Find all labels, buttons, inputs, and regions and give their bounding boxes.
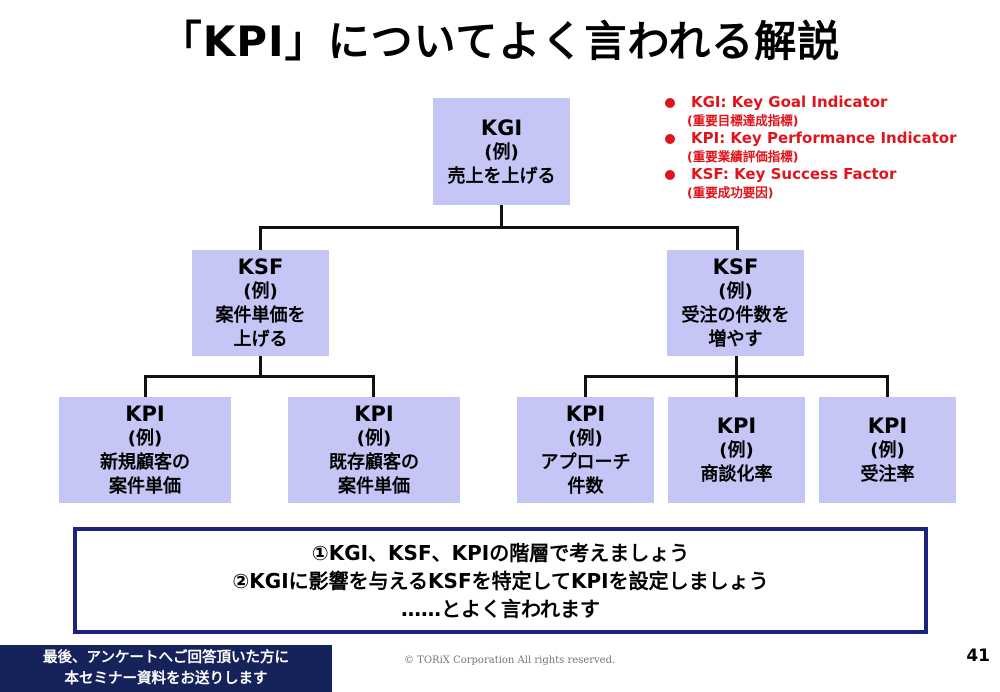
summary-line: ①KGI、KSF、KPIの階層で考えましょう: [311, 540, 690, 565]
node-example-label: (例): [870, 440, 905, 461]
node-example-label: (例): [243, 281, 278, 302]
bullet-icon: [665, 134, 675, 144]
banner-line: 本セミナー資料をお送りします: [64, 670, 268, 687]
connector-line: [259, 356, 262, 377]
legend-term: KSF: Key Success Factor: [691, 165, 897, 183]
connector-line: [736, 226, 739, 251]
bullet-icon: [665, 98, 675, 108]
summary-box: ①KGI、KSF、KPIの階層で考えましょう ②KGIに影響を与えるKSFを特定…: [73, 527, 928, 634]
node-head: KPI: [867, 414, 908, 438]
connector-line: [500, 205, 503, 228]
node-text-line: アプローチ: [540, 452, 631, 473]
connector-line: [259, 226, 739, 229]
node-example-label: (例): [484, 141, 519, 163]
kgi-node: KGI (例) 売上を上げる: [433, 98, 570, 205]
connector-line: [144, 375, 147, 398]
node-example-label: (例): [718, 281, 753, 302]
summary-line: ②KGIに影響を与えるKSFを特定してKPIを設定しましょう: [232, 568, 769, 593]
connector-line: [144, 375, 375, 378]
node-text-line: 増やす: [708, 329, 763, 350]
node-example-label: (例): [356, 428, 392, 449]
ksf-node: KSF (例) 案件単価を 上げる: [192, 250, 329, 356]
legend: KGI: Key Goal Indicator (重要目標達成指標) KPI: …: [665, 93, 957, 201]
connector-line: [259, 226, 262, 251]
bullet-icon: [665, 170, 675, 180]
node-head: KPI: [354, 402, 394, 426]
node-head: KSF: [712, 255, 759, 279]
node-text-line: 既存顧客の: [329, 452, 419, 473]
connector-line: [584, 375, 587, 398]
kpi-node: KPI (例) アプローチ 件数: [517, 397, 654, 503]
survey-banner: 最後、アンケートへご回答頂いた方に 本セミナー資料をお送りします: [0, 645, 332, 692]
slide-title: 「KPI」についてよく言われる解説: [159, 17, 841, 66]
node-text-line: 商談化率: [700, 464, 773, 485]
node-text-line: 件数: [567, 476, 604, 497]
node-text-line: 案件単価を: [215, 305, 306, 326]
kpi-node: KPI (例) 受注率: [819, 397, 956, 503]
node-example-label: (例): [568, 428, 603, 449]
kpi-node: KPI (例) 商談化率: [668, 397, 805, 503]
legend-item: KPI: Key Performance Indicator (重要業績評価指標…: [665, 129, 957, 165]
node-head: KPI: [125, 402, 165, 426]
node-text-line: 上げる: [233, 329, 288, 350]
node-head: KPI: [565, 402, 606, 426]
node-example-label: (例): [719, 440, 754, 461]
ksf-node: KSF (例) 受注の件数を 増やす: [667, 250, 804, 356]
node-head: KPI: [716, 414, 757, 438]
connector-line: [886, 375, 889, 398]
kpi-node: KPI (例) 既存顧客の 案件単価: [288, 397, 460, 503]
legend-term: KPI: Key Performance Indicator: [691, 129, 957, 147]
summary-line: ……とよく言われます: [401, 596, 600, 621]
legend-term: KGI: Key Goal Indicator: [691, 93, 888, 111]
node-text-line: 案件単価: [338, 476, 410, 497]
node-text-line: 受注の件数を: [681, 305, 790, 326]
node-text-line: 受注率: [860, 464, 915, 485]
node-text-line: 売上を上げる: [447, 165, 556, 187]
connector-line: [584, 375, 889, 378]
legend-translation: (重要成功要因): [687, 185, 774, 200]
kpi-node: KPI (例) 新規顧客の 案件単価: [59, 397, 231, 503]
connector-line: [372, 375, 375, 398]
legend-translation: (重要業績評価指標): [687, 149, 799, 164]
node-text-line: 案件単価: [109, 476, 181, 497]
legend-translation: (重要目標達成指標): [687, 113, 799, 128]
banner-line: 最後、アンケートへご回答頂いた方に: [43, 649, 289, 666]
node-text-line: 新規顧客の: [100, 452, 190, 473]
node-head: KSF: [237, 255, 284, 279]
node-example-label: (例): [127, 428, 163, 449]
legend-item: KGI: Key Goal Indicator (重要目標達成指標): [665, 93, 957, 129]
node-head: KGI: [480, 115, 523, 140]
page-number: 41: [966, 646, 990, 666]
copyright-notice: © TORiX Corporation All rights reserved.: [404, 655, 616, 666]
legend-item: KSF: Key Success Factor (重要成功要因): [665, 165, 957, 201]
